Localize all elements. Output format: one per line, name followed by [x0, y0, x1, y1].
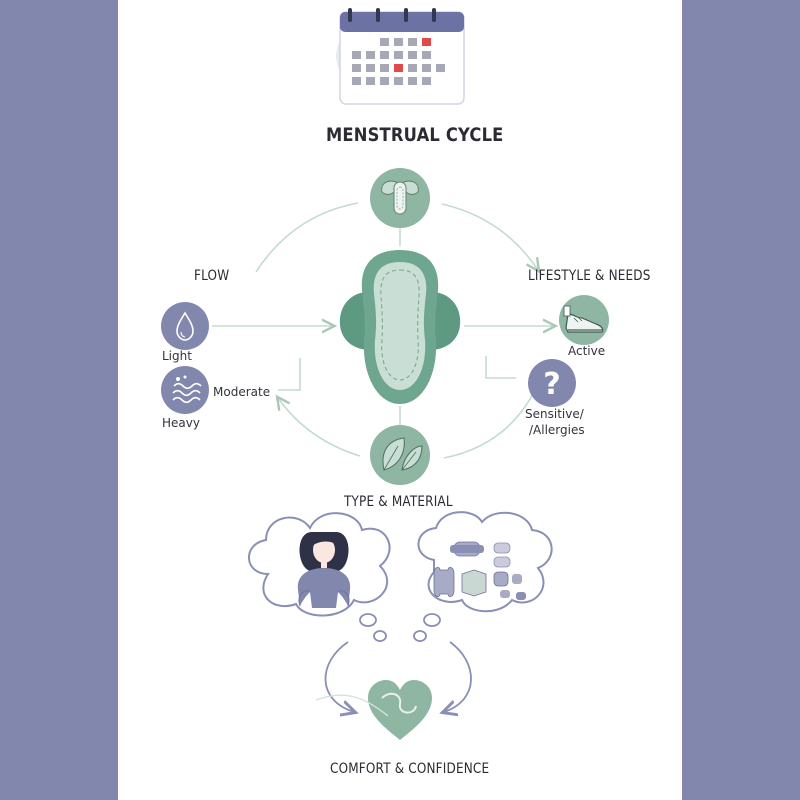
- flow-heavy-label: Heavy: [162, 416, 200, 430]
- central-pad: [339, 250, 461, 404]
- calendar-icon: [336, 8, 465, 105]
- comfort-heading: COMFORT & CONFIDENCE: [330, 761, 490, 777]
- thought-dots: [359, 613, 441, 642]
- diagram-panel: ?: [118, 0, 682, 800]
- flow-light-label: Light: [162, 349, 192, 363]
- waves-icon: [161, 366, 209, 414]
- page-title: MENSTRUAL CYCLE: [326, 124, 504, 146]
- diagram-canvas: ?: [161, 8, 609, 740]
- lifestyle-heading: LIFESTYLE & NEEDS: [528, 268, 651, 284]
- leaf-icon: [370, 425, 430, 485]
- woman-icon: [297, 532, 351, 608]
- flow-heading: FLOW: [194, 268, 230, 284]
- right-sidebar: [682, 0, 800, 800]
- thought-bubble-woman: [248, 512, 391, 617]
- sneaker-icon: [559, 295, 609, 345]
- lifestyle-active-label: Active: [568, 344, 606, 358]
- heart-icon: [315, 680, 432, 740]
- water-drop-icon: [161, 302, 209, 350]
- pad-shapes-icon: [433, 541, 526, 600]
- svg-text:?: ?: [543, 367, 560, 402]
- flow-moderate-label: Moderate: [213, 385, 271, 399]
- question-icon: ?: [528, 359, 576, 407]
- lifestyle-sensitive-label-2: /Allergies: [529, 423, 585, 437]
- winged-pad-icon: [370, 168, 430, 228]
- cycle-arcs: [212, 202, 554, 459]
- type-material-heading: TYPE & MATERIAL: [344, 494, 453, 510]
- left-sidebar: [0, 0, 118, 800]
- lifestyle-sensitive-label-1: Sensitive/: [525, 407, 584, 421]
- heart-arrows: [324, 641, 472, 712]
- thought-bubble-pads: [417, 511, 553, 613]
